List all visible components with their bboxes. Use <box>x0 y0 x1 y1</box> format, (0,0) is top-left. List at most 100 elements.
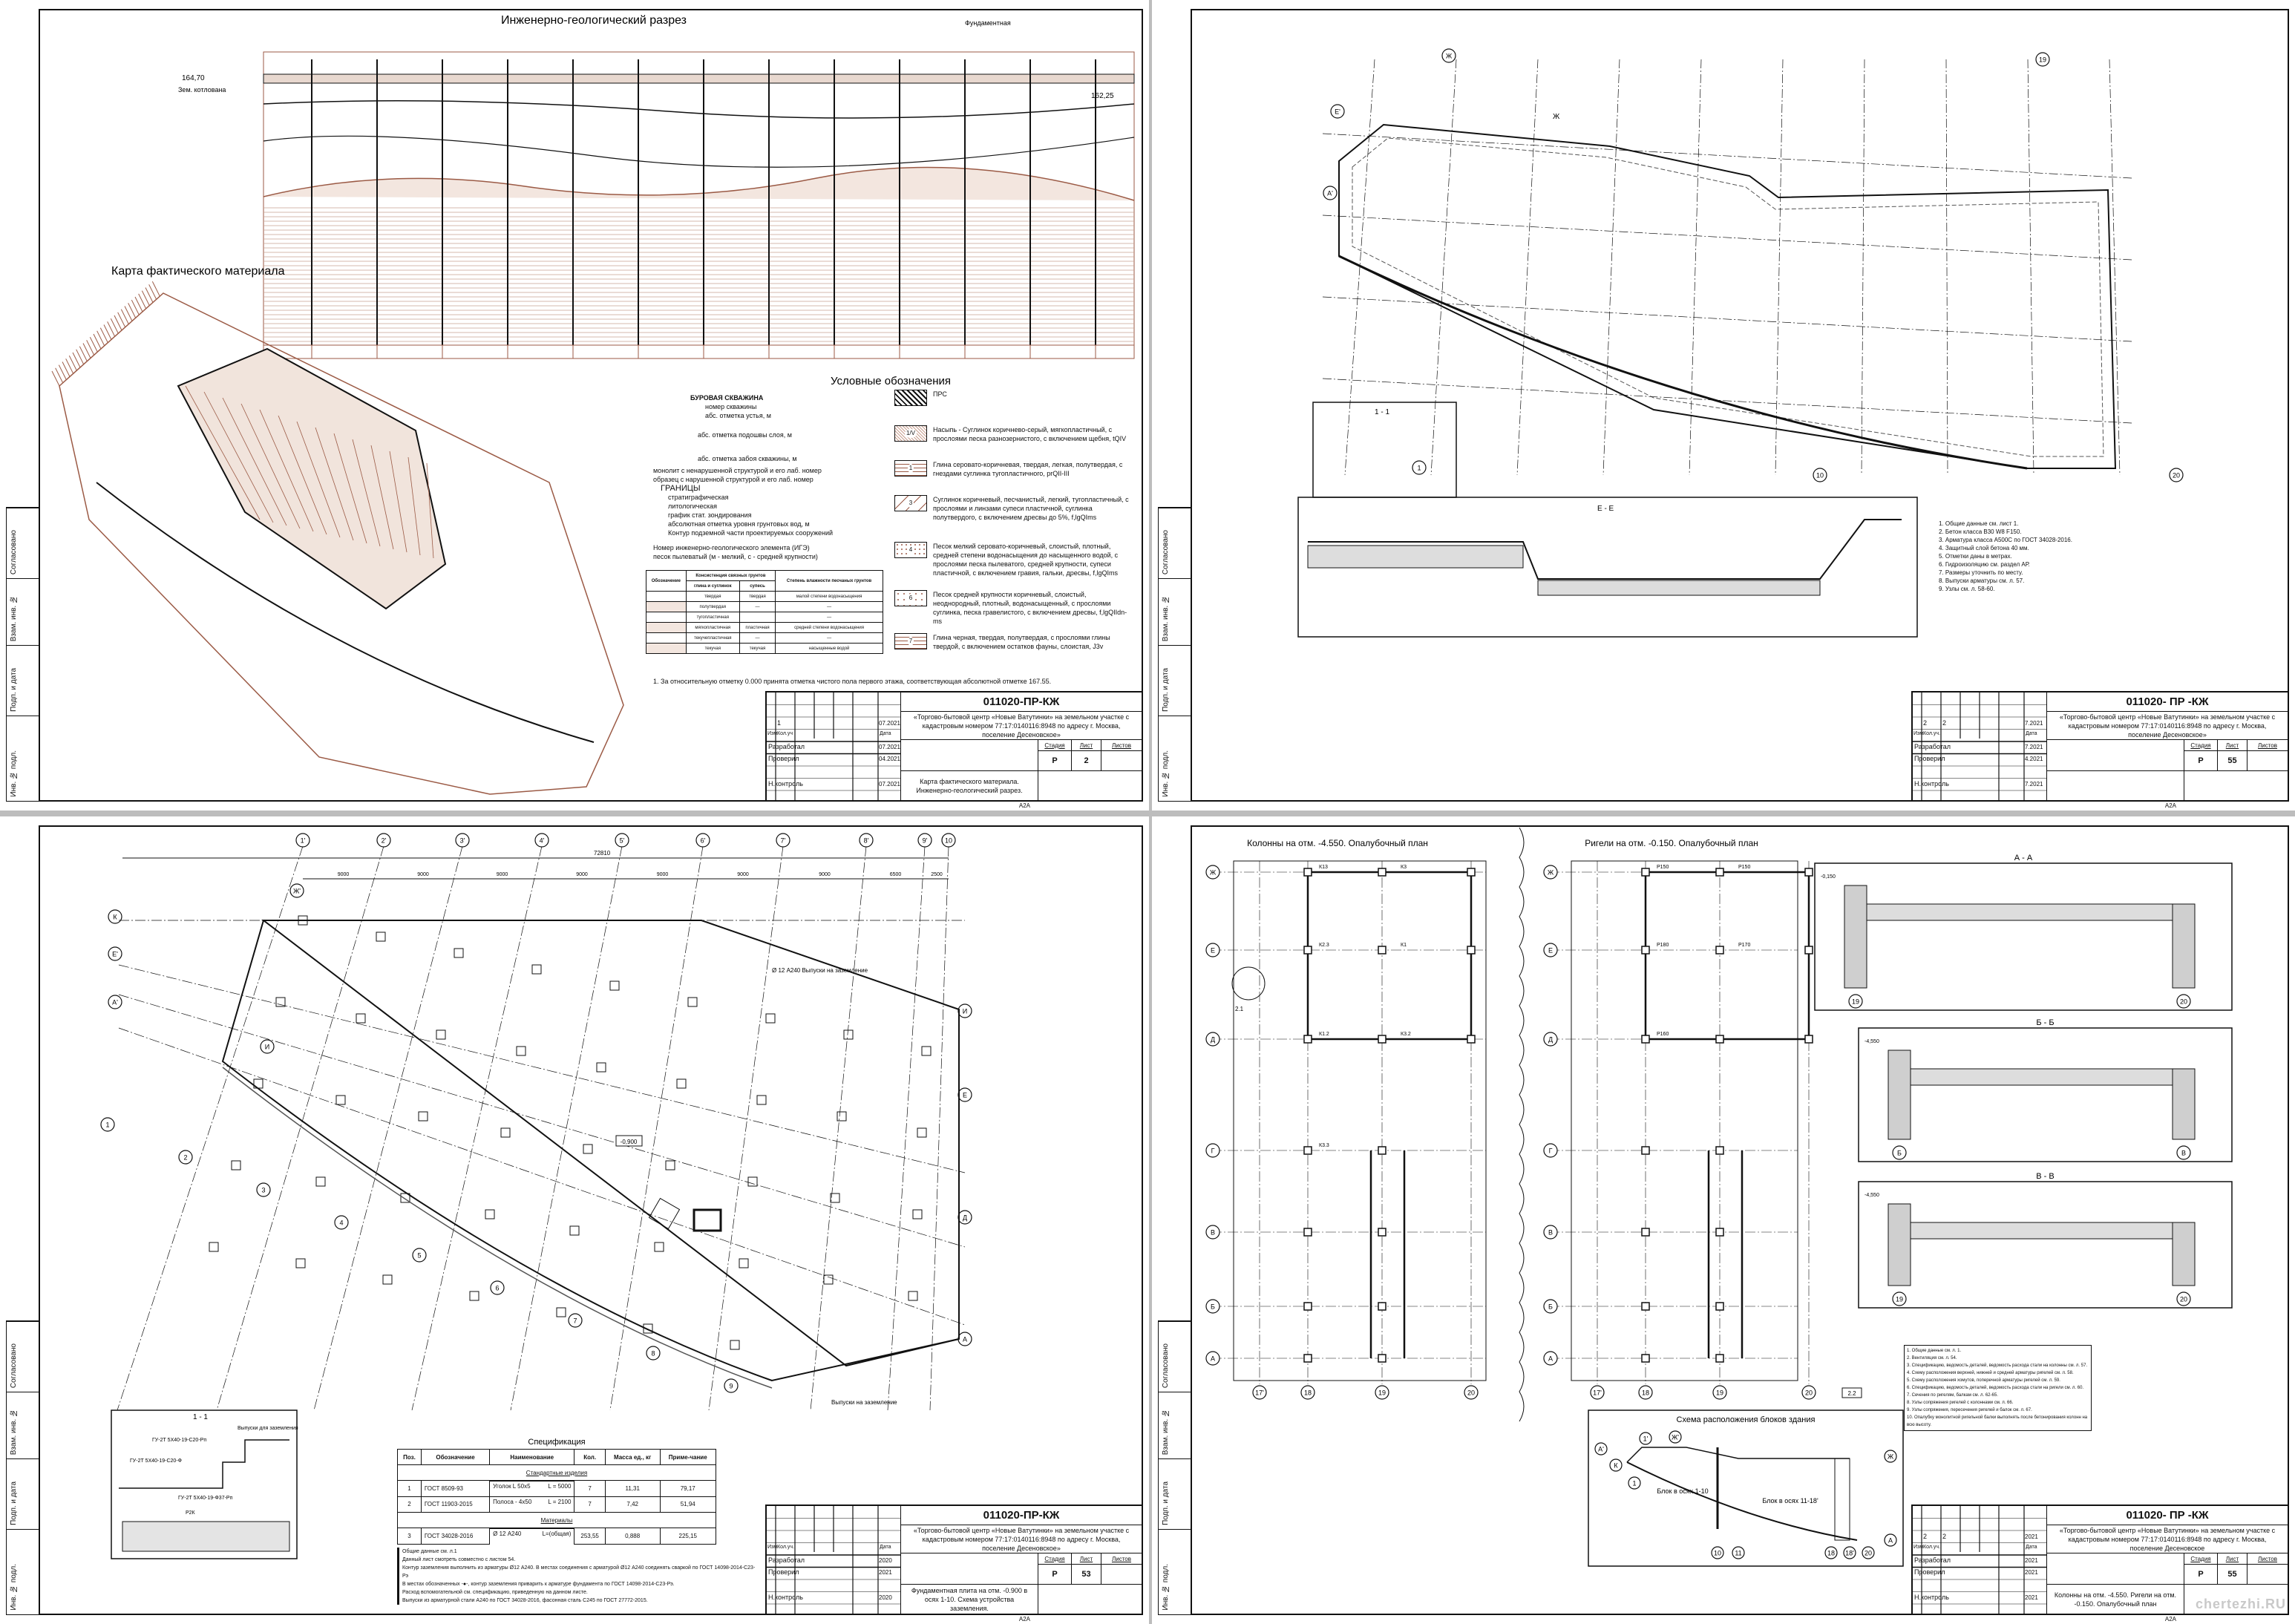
section-detail-label: ГУ-2Т 5Х40-19-С20-Рп <box>152 1438 206 1443</box>
axis-label: Д <box>963 1214 967 1222</box>
curved-wall <box>1338 255 2028 470</box>
column <box>1378 1035 1387 1044</box>
role-label: Разработал <box>1914 1556 1951 1564</box>
axis-bubble <box>1205 943 1220 957</box>
slope-tick <box>148 284 157 300</box>
sheet-header: Лист <box>1071 739 1101 750</box>
axis-line <box>118 1027 966 1326</box>
slope-tick <box>151 281 160 297</box>
dimension-label: 9000 <box>417 872 429 877</box>
axis-bubble <box>295 833 310 848</box>
role-label: Разработал <box>768 743 805 750</box>
borehole-title: БУРОВАЯ СКВАЖИНА <box>690 394 764 402</box>
axis-bubble <box>1543 865 1558 880</box>
axis-bubble <box>1712 1385 1727 1400</box>
note-line: 9. Узлы сопряжения, пересечения ригелей … <box>1907 1408 2032 1412</box>
role-label: Н.контроль <box>768 1594 803 1601</box>
column-footprint <box>583 1144 593 1154</box>
axis-label: 3' <box>460 837 465 845</box>
column-mark: К13 <box>1319 865 1328 870</box>
scheme-outline <box>1626 1447 1850 1463</box>
spec-note: 79,17 <box>659 1480 716 1497</box>
axis-bubble <box>1884 1533 1897 1547</box>
axis-label: А' <box>1327 190 1333 197</box>
slab-section <box>1307 545 1524 569</box>
company-cell <box>2184 770 2288 800</box>
title-block-grid <box>1913 1506 2046 1614</box>
axis-bubble <box>1543 943 1558 957</box>
axis-label: Б <box>1897 1150 1902 1157</box>
plan-frame <box>1571 860 1798 1381</box>
company-cell <box>1038 770 1142 800</box>
legend-swatch: 7 <box>894 633 927 649</box>
map-hatch <box>389 451 407 553</box>
column <box>1467 868 1476 877</box>
section-detail-slab <box>122 1521 290 1552</box>
sign-date: 2021 <box>2025 1569 2038 1576</box>
sheets-value <box>1101 1564 1142 1584</box>
sample-line: монолит с ненарушенной структурой и его … <box>653 467 822 474</box>
table-cell: — <box>739 632 776 644</box>
axis-bubble <box>1252 1385 1267 1400</box>
note-line: 9. Узлы см. л. 58-60. <box>1939 586 1995 592</box>
company-cell <box>1038 1584 1142 1614</box>
building-contour <box>177 347 447 610</box>
beam-line <box>1644 871 1810 1358</box>
axis-bubble <box>1638 1385 1653 1400</box>
axis-label: В <box>1211 1229 1215 1237</box>
table-cell: твердая <box>739 591 776 602</box>
section-detail-profile <box>119 1439 289 1489</box>
sheet-title: Фундаментная плита на отм. -0.900 в осях… <box>900 1584 1038 1614</box>
rigel-mark: Р170 <box>1738 943 1750 948</box>
rigels-plan-title: Ригели на отм. -0.150. Опалубочный план <box>1585 838 1758 848</box>
axis-label: 18 <box>1827 1550 1835 1557</box>
spec-header: Кол. <box>574 1449 606 1465</box>
title-blank <box>2046 1553 2184 1584</box>
axis-line <box>1344 59 1375 476</box>
note-line: 8. Узлы сопряжения ригелей с колоннами с… <box>1907 1401 2014 1405</box>
axis-line <box>313 845 463 1411</box>
section-title: Б - Б <box>2036 1018 2054 1027</box>
column <box>1715 1146 1724 1155</box>
stamp-label: Подп. и дата <box>10 1481 18 1525</box>
column-footprint <box>654 1242 664 1252</box>
axis-label: Е' <box>1335 108 1340 116</box>
slope-tick <box>93 333 102 350</box>
role-label: Н.контроль <box>1914 780 1949 788</box>
sign-date: 2020 <box>879 1557 892 1564</box>
section-detail-title: 1 - 1 <box>193 1413 208 1421</box>
column <box>1467 1035 1476 1044</box>
dimension-label: 9000 <box>737 872 749 877</box>
column <box>1641 946 1650 955</box>
note-line: 4. Схему расположения верхней, нижней и … <box>1907 1371 2074 1375</box>
spec-header: Обозначение <box>420 1449 491 1465</box>
axis-bubble <box>1543 1225 1558 1240</box>
axis-bubble <box>1732 1546 1745 1559</box>
map-boundary <box>59 292 624 795</box>
axis-line <box>708 845 784 1411</box>
map-hatch <box>259 409 314 532</box>
table-cell: — <box>775 612 883 623</box>
pit-opening <box>693 1208 722 1232</box>
axis-bubble <box>1669 1430 1682 1444</box>
axis-bubble <box>615 833 629 848</box>
note-line: Данный лист смотреть совместно с листом … <box>402 1557 516 1562</box>
slope-tick <box>79 346 88 361</box>
axis-bubble <box>1412 460 1427 475</box>
axis-bubble <box>289 883 304 898</box>
stamp-label: Инв. № подл. <box>10 750 18 797</box>
ige-number: 1/V <box>904 429 917 438</box>
legend-text: Суглинок коричневый, песчанистый, легкий… <box>933 496 1129 521</box>
axis-label: К <box>113 914 117 921</box>
paper-format: А2А <box>1018 1616 1030 1623</box>
revision-count: 2 <box>1942 719 1947 727</box>
spec-name: Ø 12 А240 <box>493 1530 522 1537</box>
borehole-line: абс. отметка забоя скважины, м <box>698 455 797 462</box>
axis-bubble <box>1205 1299 1220 1314</box>
